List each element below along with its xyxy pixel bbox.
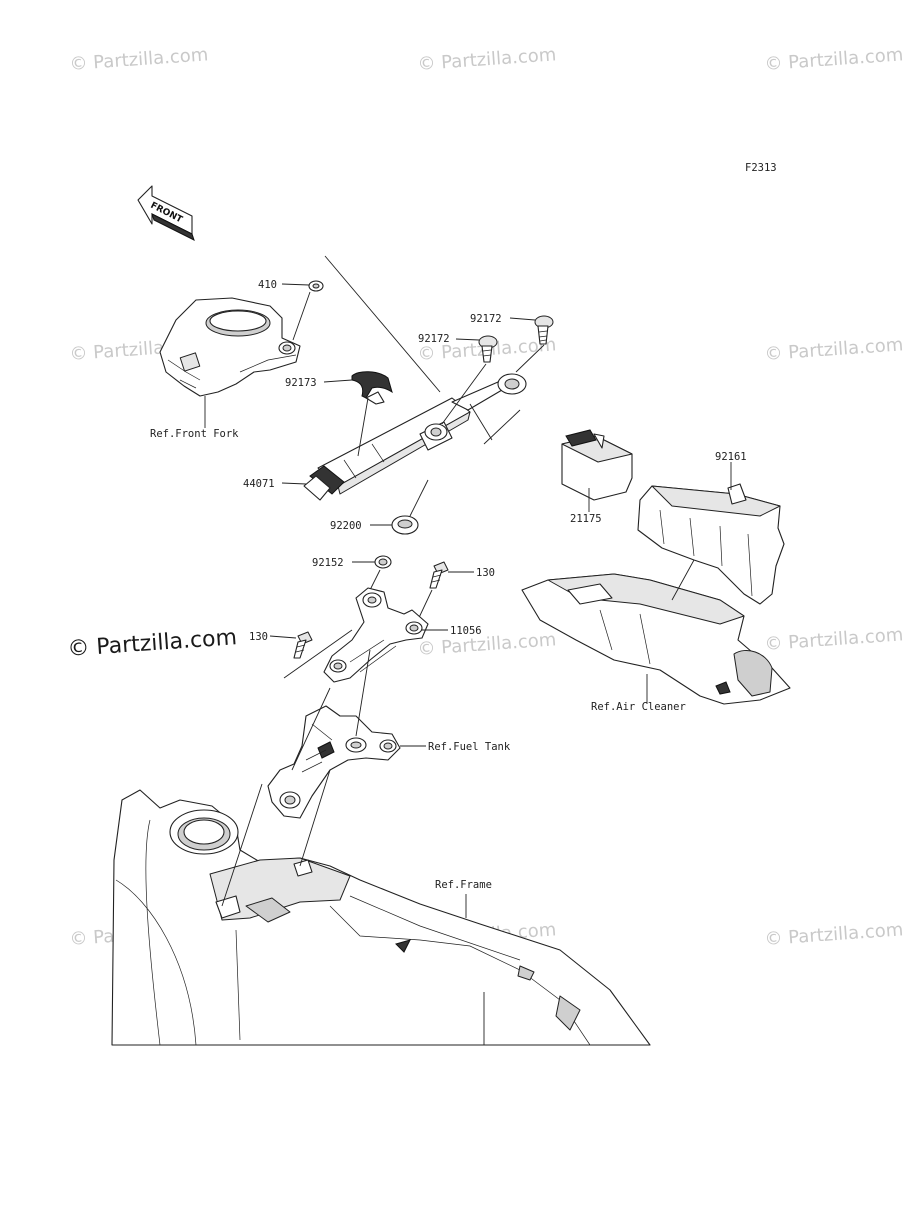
ref-fuel-tank: Ref.Fuel Tank [428,741,511,753]
label-44071: 44071 [243,478,275,490]
label-92200: 92200 [330,520,362,532]
watermark: © Partzilla.com [417,629,557,660]
label-21175: 21175 [570,513,602,525]
air-cleaner [521,573,791,705]
watermark: © Partzilla.com [764,624,904,655]
ref-frame: Ref.Frame [435,879,492,891]
label-410: 410 [258,279,277,291]
label-92172-a: 92172 [470,313,502,325]
bolt-130-left [293,631,313,659]
label-92161: 92161 [715,451,747,463]
fuel-tank-bracket [267,705,401,819]
watermark: © Partzilla.com [417,44,557,75]
label-92172-b: 92172 [418,333,450,345]
clip-92173 [351,371,393,405]
bolt-130-right [429,561,449,589]
watermark: © Partzilla.com [764,334,904,365]
collar-92200 [391,515,419,535]
watermark: © Partzilla.com [764,919,904,950]
label-92152: 92152 [312,557,344,569]
bolt-92172-a [534,315,554,345]
label-130-left: 130 [249,631,268,643]
front-fork-clamp [159,297,301,397]
bolt-92172-b [478,335,498,363]
collar-92152 [374,555,392,569]
watermark: © Partzilla.com [69,44,209,75]
figure-code: F2313 [745,162,777,174]
watermark: © Partzilla.com [764,44,904,75]
ref-front-fork: Ref.Front Fork [150,428,239,440]
label-130-right: 130 [476,567,495,579]
cover-92161 [637,483,785,605]
steering-damper-44071 [303,373,527,501]
front-arrow-icon: FRONT [137,185,195,241]
label-92173: 92173 [285,377,317,389]
label-11056: 11056 [450,625,482,637]
bracket-11056 [323,587,429,683]
connector-21175 [561,429,633,501]
ref-air-cleaner: Ref.Air Cleaner [591,701,686,713]
frame [111,789,651,1046]
watermark-prominent: © Partzilla.com [67,625,238,662]
